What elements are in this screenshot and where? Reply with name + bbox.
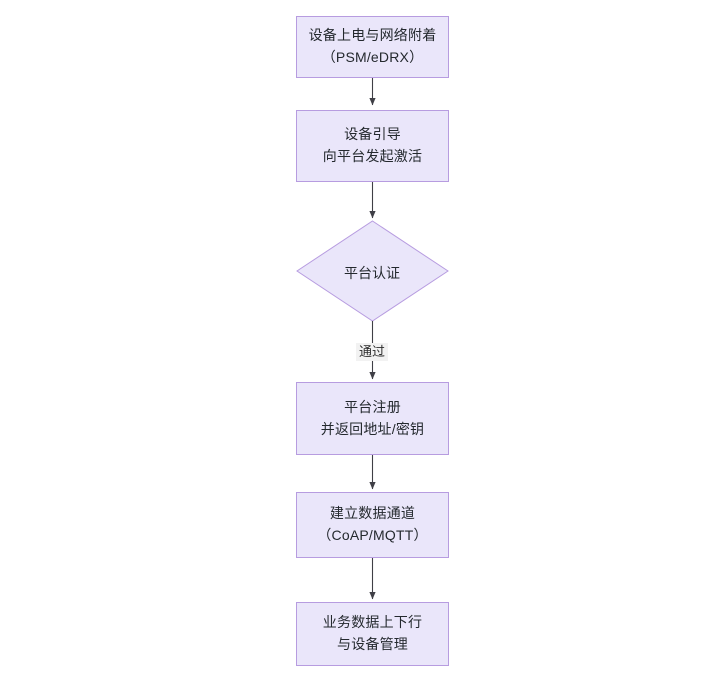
node-platform-register[interactable]: 平台注册 并返回地址/密钥 xyxy=(296,382,449,455)
node-establish-data-channel-line-2: （CoAP/MQTT） xyxy=(317,527,428,543)
node-device-power-on-line-1: 设备上电与网络附着 xyxy=(308,27,437,44)
node-business-data-line-1: 业务数据上下行 xyxy=(322,614,423,631)
node-establish-data-channel-line-1: 建立数据通道 xyxy=(329,505,416,522)
node-platform-auth-label: 平台认证 xyxy=(344,265,400,281)
node-platform-auth[interactable]: 平台认证 xyxy=(310,263,434,283)
node-device-power-on[interactable]: 设备上电与网络附着 （PSM/eDRX） xyxy=(296,16,449,78)
node-establish-data-channel[interactable]: 建立数据通道 （CoAP/MQTT） xyxy=(296,492,449,558)
node-platform-register-line-1: 平台注册 xyxy=(344,398,401,415)
edge-label-pass: 通过 xyxy=(356,343,389,361)
node-device-bootstrap-line-1: 设备引导 xyxy=(344,126,401,143)
node-platform-register-line-2: 并返回地址/密钥 xyxy=(320,420,425,437)
node-device-bootstrap-line-2: 向平台发起激活 xyxy=(322,148,423,164)
node-device-bootstrap[interactable]: 设备引导 向平台发起激活 xyxy=(296,110,449,182)
node-business-data-and-device-mgmt[interactable]: 业务数据上下行 与设备管理 xyxy=(296,602,449,666)
node-device-power-on-line-2: （PSM/eDRX） xyxy=(321,49,424,65)
node-business-data-line-2: 与设备管理 xyxy=(337,636,408,652)
